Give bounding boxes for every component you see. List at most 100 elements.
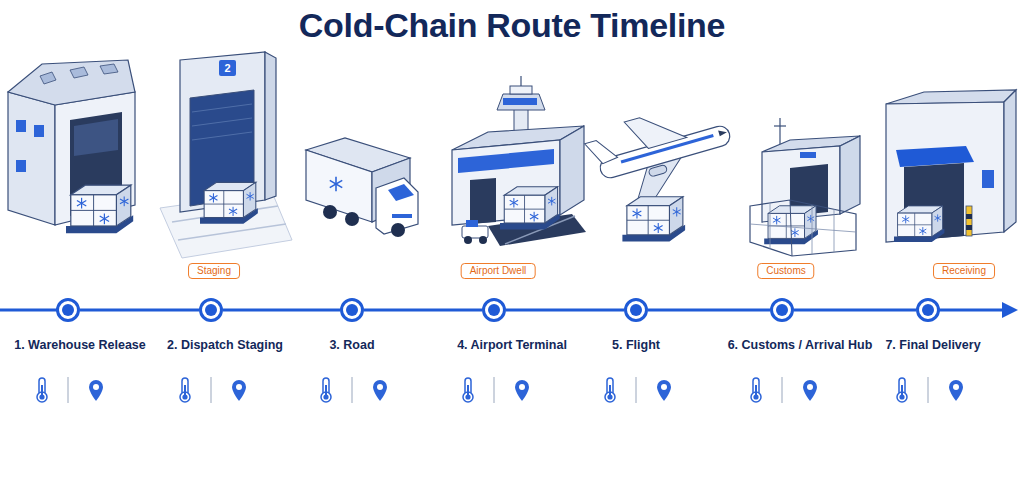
door-slat	[192, 132, 252, 140]
node-text: Customs	[766, 265, 805, 276]
marker-dot	[488, 304, 500, 316]
thermometer-icon	[321, 378, 331, 402]
node-text: 2. Dispatch Staging	[167, 338, 283, 352]
bollard-band	[966, 214, 972, 219]
icon-divider	[782, 377, 783, 403]
marker-dot	[776, 304, 788, 316]
hub-sign	[800, 152, 816, 158]
icon-row	[37, 377, 963, 403]
node-text: 1. Warehouse Release	[14, 338, 146, 352]
tower-roof	[510, 86, 532, 94]
fence-bar	[790, 200, 792, 256]
engine	[648, 164, 668, 177]
wheel	[479, 236, 487, 244]
building-side	[1004, 90, 1016, 232]
node-text: 4. Airport Terminal	[457, 338, 567, 352]
tower-cab	[497, 94, 545, 110]
timeline-marker: 3. Road	[340, 298, 364, 322]
dock-sign	[219, 60, 236, 76]
timeline-start	[0, 309, 57, 312]
window	[16, 120, 26, 132]
cockpit	[718, 128, 727, 136]
airport-terminal-illustration	[452, 76, 586, 246]
thermometer-icon	[605, 378, 615, 402]
bollard-band	[966, 225, 972, 230]
timeline-marker: 5. Flight	[624, 298, 648, 322]
stage-label: 5. Flight	[612, 338, 660, 352]
marker-dot	[205, 304, 217, 316]
pallet-crate	[200, 182, 258, 223]
stage-label: 6. Customs / Arrival Hub	[728, 338, 873, 352]
stage-label: 2. Dispatch Staging	[167, 338, 283, 352]
pallet-crate	[66, 185, 133, 233]
windshield	[388, 184, 414, 201]
tower-antenna	[520, 76, 521, 86]
stage-label: 7. Final Delivery	[885, 338, 980, 352]
door-slat	[192, 104, 252, 112]
node-text: Receiving	[942, 265, 986, 276]
fence-bar	[812, 205, 813, 254]
timeline-marker: 1. Warehouse Release	[56, 298, 80, 322]
timeline-segment	[648, 309, 770, 312]
cab-stripe	[392, 214, 412, 218]
warehouse-illustration	[8, 60, 135, 233]
marker-dot	[346, 304, 358, 316]
timeline-segment	[506, 309, 624, 312]
location-pin-icon	[232, 380, 246, 401]
cargo-plane-illustration	[582, 95, 742, 241]
marker-dot	[630, 304, 642, 316]
node-text: 3. Road	[329, 338, 374, 352]
antenna	[774, 125, 786, 126]
thermometer-icon	[180, 378, 190, 402]
wheel	[323, 205, 337, 219]
trailer-side	[306, 150, 372, 222]
door-interior	[74, 119, 118, 156]
stage-label: 4. Airport Terminal	[457, 338, 567, 352]
timeline-segment	[223, 309, 340, 312]
node-text: 5. Flight	[612, 338, 660, 352]
roof	[8, 60, 135, 105]
location-pin-icon	[89, 380, 103, 401]
icon-divider	[352, 377, 353, 403]
fence-cage	[750, 200, 856, 256]
timeline-segment	[364, 309, 482, 312]
icon-divider	[211, 377, 212, 403]
skylight	[40, 72, 56, 84]
timeline-marker: 6. Customs / Arrival Hub	[770, 298, 794, 322]
timeline-marker: 2. Dispatch Staging	[199, 298, 223, 322]
window-row	[621, 134, 714, 163]
window	[34, 125, 44, 137]
stage-label: 3. Road	[329, 338, 374, 352]
icon-divider	[928, 377, 929, 403]
thermometer-icon	[751, 378, 761, 402]
skylight	[100, 64, 118, 74]
pallet-crate	[622, 197, 685, 242]
callout-tag: Receiving	[933, 263, 995, 279]
marker-dot	[922, 304, 934, 316]
floor-marking	[178, 224, 286, 240]
location-pin-icon	[803, 380, 817, 401]
hub-side	[840, 136, 860, 214]
location-pin-icon	[373, 380, 387, 401]
node-text: 7. Final Delivery	[885, 338, 980, 352]
delivery-building-illustration	[886, 90, 1016, 242]
bollard	[966, 206, 972, 236]
dock-number: 2	[224, 62, 230, 74]
node-text: Staging	[197, 265, 231, 276]
wall-side	[8, 92, 55, 225]
tower-windows	[503, 98, 537, 105]
node-text: 6. Customs / Arrival Hub	[728, 338, 873, 352]
node-text: Airport Dwell	[470, 265, 527, 276]
location-pin-icon	[657, 380, 671, 401]
location-pin-icon	[515, 380, 529, 401]
building-front	[886, 102, 1004, 242]
icon-divider	[68, 377, 69, 403]
snowflake-icon	[330, 177, 342, 191]
location-pin-icon	[949, 380, 963, 401]
timeline-end	[939, 309, 1004, 312]
timeline-marker: 4. Airport Terminal	[482, 298, 506, 322]
customs-hub-illustration	[750, 118, 860, 256]
